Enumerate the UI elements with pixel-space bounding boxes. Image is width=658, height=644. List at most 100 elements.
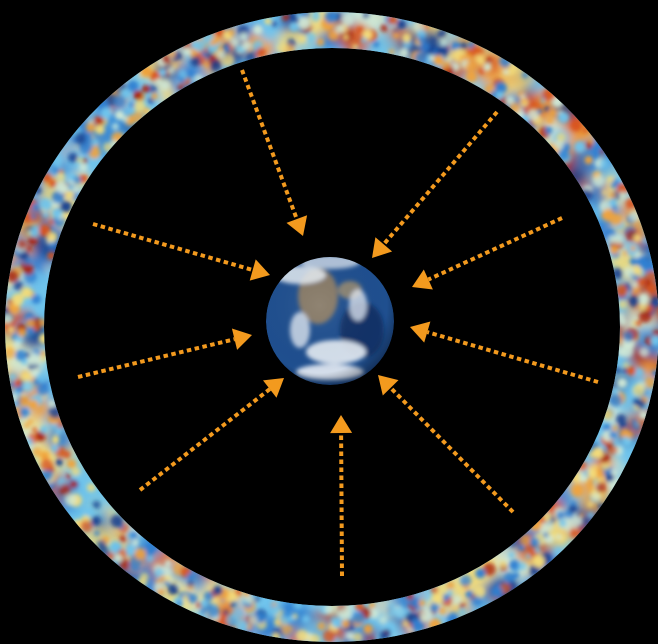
cmb-fluctuation-spot [58,183,69,194]
cmb-fluctuation-spot [15,350,26,361]
cmb-fluctuation-spot [617,378,627,388]
cmb-fluctuation-spot [556,534,561,539]
cmb-fluctuation-spot [543,532,549,538]
cmb-fluctuation-spot [224,45,231,52]
cmb-fluctuation-spot [134,548,146,560]
cmb-fluctuation-spot [441,60,451,70]
cmb-fluctuation-spot [569,528,578,537]
cmb-fluctuation-spot [637,256,648,267]
cmb-fluctuation-spot [298,34,307,43]
cmb-fluctuation-spot [623,331,634,342]
cmb-fluctuation-spot [587,501,593,507]
cmb-fluctuation-spot [70,481,77,488]
cmb-fluctuation-spot [332,619,341,628]
cmb-fluctuation-spot [65,474,71,480]
cmb-fluctuation-spot [379,616,387,624]
cmb-fluctuation-spot [533,555,545,567]
cmb-fluctuation-spot [556,133,565,142]
cmb-fluctuation-spot [491,586,503,598]
cmb-fluctuation-spot [484,63,492,71]
cmb-fluctuation-spot [285,604,292,611]
cmb-fluctuation-spot [605,443,612,450]
cmb-fluctuation-spot [394,606,407,619]
cmb-fluctuation-spot [133,90,143,100]
cmb-fluctuation-spot [80,142,93,155]
cmb-fluctuation-spot [77,158,83,164]
cmb-fluctuation-spot [91,516,101,526]
cmb-fluctuation-spot [636,399,646,409]
cmb-fluctuation-spot [56,173,66,183]
cmb-fluctuation-spot [373,41,380,48]
cmb-fluctuation-spot [115,555,122,562]
cmb-fluctuation-spot [32,427,38,433]
cmb-fluctuation-spot [173,64,178,69]
cmb-fluctuation-spot [87,483,96,492]
cmb-fluctuation-spot [403,621,409,627]
cmb-fluctuation-spot [276,42,288,54]
cmb-fluctuation-spot [289,22,299,32]
cmb-fluctuation-spot [30,228,39,237]
cmb-fluctuation-spot [127,80,138,91]
cmb-fluctuation-spot [475,568,485,578]
cmb-fluctuation-spot [361,37,367,43]
cmb-fluctuation-spot [85,508,94,517]
cmb-fluctuation-spot [55,427,62,434]
cmb-fluctuation-spot [626,431,634,439]
cmb-fluctuation-spot [26,319,35,328]
cmb-fluctuation-spot [26,246,31,251]
cmb-fluctuation-spot [439,607,446,614]
cmb-fluctuation-spot [612,426,618,432]
cmb-fluctuation-spot [639,310,652,323]
cmb-fluctuation-spot [73,176,81,184]
cmb-fluctuation-spot [253,25,263,35]
cmb-fluctuation-spot [249,616,258,625]
cmb-fluctuation-spot [632,419,637,424]
cmb-fluctuation-spot [633,384,646,397]
cmb-fluctuation-spot [101,108,112,119]
cmb-fluctuation-spot [31,214,36,219]
cmb-fluctuation-spot [342,14,354,26]
cmb-fluctuation-spot [637,277,646,286]
cmb-fluctuation-spot [325,11,338,24]
cmb-fluctuation-spot [11,293,23,305]
cmb-fluctuation-spot [147,555,154,562]
cmb-fluctuation-spot [318,622,326,630]
cmb-fluctuation-spot [92,501,100,509]
cmb-fluctuation-spot [190,56,200,66]
cmb-fluctuation-spot [18,328,27,337]
cmb-fluctuation-spot [178,69,187,78]
cmb-fluctuation-spot [75,132,86,143]
cmb-fluctuation-spot [588,469,597,478]
cmb-fluctuation-spot [596,482,607,493]
cmb-fluctuation-spot [420,609,432,621]
cmb-fluctuation-spot [475,54,484,63]
cmb-fluctuation-spot [226,614,239,627]
cmb-fluctuation-spot [298,17,310,29]
cmb-fluctuation-spot [83,158,88,163]
cmb-fluctuation-spot [36,372,47,383]
cmb-fluctuation-spot [549,109,556,116]
cmb-fluctuation-spot [419,600,425,606]
cmb-fluctuation-spot [342,620,350,628]
cmb-fluctuation-spot [430,603,440,613]
cmb-fluctuation-spot [628,296,639,307]
cmb-fluctuation-spot [71,467,80,476]
cmb-fluctuation-spot [343,35,348,40]
cmb-fluctuation-spot [48,232,58,242]
cmb-fluctuation-spot [201,51,206,56]
cmb-fluctuation-spot [616,414,626,424]
cmb-fluctuation-spot [19,407,29,417]
cmb-fluctuation-spot [92,139,98,145]
cmb-fluctuation-spot [508,552,514,558]
cmb-fluctuation-spot [635,320,641,326]
cmb-fluctuation-spot [24,423,30,429]
cmb-fluctuation-spot [639,347,649,357]
cmb-fluctuation-spot [547,117,553,123]
cmb-fluctuation-spot [592,447,604,459]
cmb-fluctuation-spot [149,84,158,93]
cmb-fluctuation-spot [165,560,171,566]
cmb-fluctuation-spot [159,69,166,76]
cmb-fluctuation-spot [466,54,472,60]
cmb-fluctuation-spot [638,293,650,305]
cmb-fluctuation-spot [56,459,63,466]
